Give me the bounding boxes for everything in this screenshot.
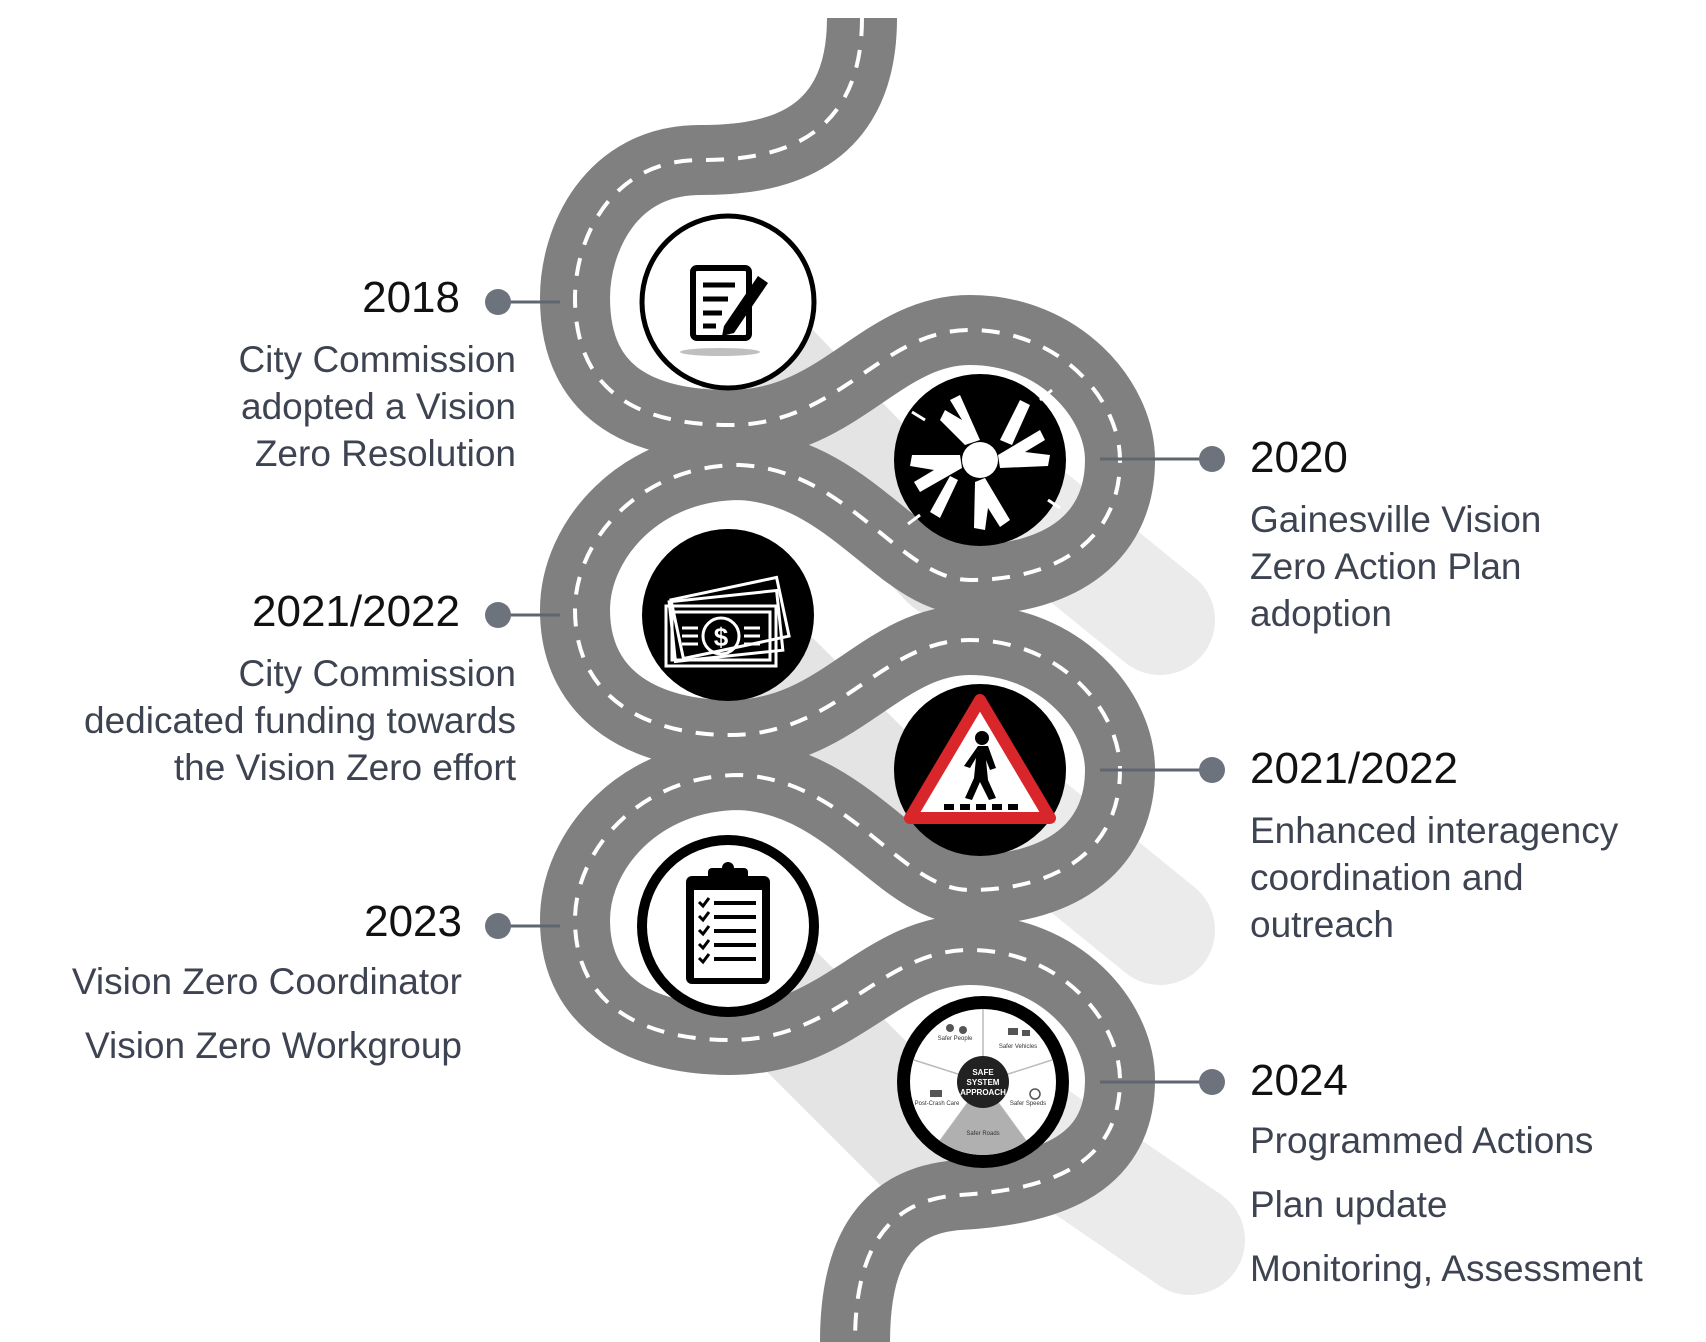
dollar-bills-icon: $	[642, 529, 814, 701]
connector-2021-right	[1100, 757, 1225, 783]
wheel-center-line-2: SYSTEM	[967, 1078, 1000, 1087]
wheel-segment-post-crash-care: Post-Crash Care	[915, 1101, 960, 1107]
description-line: adoption	[1250, 593, 1392, 634]
wheel-segment-safer-speeds: Safer Speeds	[1010, 1101, 1046, 1107]
description-line: coordination and	[1250, 857, 1524, 898]
milestone-2021-2022-coordination: 2021/2022 Enhanced interagency coordinat…	[1250, 743, 1690, 948]
wheel-center-line-3: APPROACH	[960, 1088, 1006, 1097]
description-item: Vision Zero Workgroup	[84, 1025, 462, 1066]
description-line: City Commission	[238, 339, 516, 380]
hands-together-icon	[894, 374, 1066, 546]
connector-2021-left	[485, 602, 560, 628]
description-line: outreach	[1250, 904, 1394, 945]
description-line: Gainesville Vision	[1250, 499, 1542, 540]
description-line: City Commission	[238, 653, 516, 694]
milestone-description: Gainesville Vision Zero Action Plan adop…	[1250, 496, 1690, 637]
description-line: Enhanced interagency	[1250, 810, 1619, 851]
svg-text:$: $	[714, 622, 729, 652]
description-line: Zero Resolution	[254, 433, 516, 474]
milestone-description: City Commission adopted a Vision Zero Re…	[130, 336, 516, 477]
milestone-2023: 2023 Vision Zero Coordinator Vision Zero…	[30, 896, 462, 1069]
description-line: Zero Action Plan	[1250, 546, 1522, 587]
milestone-2020: 2020 Gainesville Vision Zero Action Plan…	[1250, 432, 1690, 637]
milestone-year: 2018	[362, 273, 460, 322]
milestone-year: 2021/2022	[252, 587, 460, 636]
connector-2024	[1100, 1069, 1225, 1095]
milestone-2024: 2024 Programmed Actions Plan update Moni…	[1250, 1055, 1700, 1292]
description-line: the Vision Zero effort	[173, 747, 516, 788]
pedestrian-crossing-sign-icon	[894, 684, 1066, 856]
safe-system-approach-wheel-icon: SAFE SYSTEM APPROACH Safer People Safer …	[897, 996, 1069, 1168]
wheel-segment-safer-vehicles: Safer Vehicles	[999, 1044, 1037, 1050]
milestone-2021-2022-funding: 2021/2022 City Commission dedicated fund…	[30, 586, 516, 791]
milestone-description: Vision Zero Coordinator Vision Zero Work…	[30, 958, 462, 1069]
milestone-year: 2023	[364, 897, 462, 946]
milestone-description: Enhanced interagency coordination and ou…	[1250, 807, 1690, 948]
clipboard-checklist-icon	[637, 835, 819, 1017]
wheel-segment-safer-people: Safer People	[938, 1036, 973, 1042]
milestone-description: City Commission dedicated funding toward…	[30, 650, 516, 791]
milestone-2018: 2018 City Commission adopted a Vision Ze…	[130, 272, 516, 477]
document-edit-icon	[639, 213, 817, 391]
milestone-year: 2020	[1250, 433, 1348, 482]
milestone-year: 2024	[1250, 1056, 1348, 1105]
description-item: Programmed Actions	[1250, 1120, 1594, 1161]
description-item: Monitoring, Assessment	[1250, 1248, 1643, 1289]
connector-2020	[1100, 446, 1225, 472]
road-center-dashes	[572, 17, 1123, 1342]
connector-2018	[485, 289, 560, 315]
wheel-segment-safer-roads: Safer Roads	[966, 1131, 999, 1137]
wheel-center-line-1: SAFE	[972, 1068, 994, 1077]
description-item: Vision Zero Coordinator	[71, 961, 462, 1002]
milestone-description: Programmed Actions Plan update Monitorin…	[1250, 1117, 1700, 1292]
connector-2023	[485, 913, 560, 939]
description-line: dedicated funding towards	[84, 700, 516, 741]
description-item: Plan update	[1250, 1184, 1448, 1225]
milestone-year: 2021/2022	[1250, 744, 1458, 793]
description-line: adopted a Vision	[241, 386, 516, 427]
